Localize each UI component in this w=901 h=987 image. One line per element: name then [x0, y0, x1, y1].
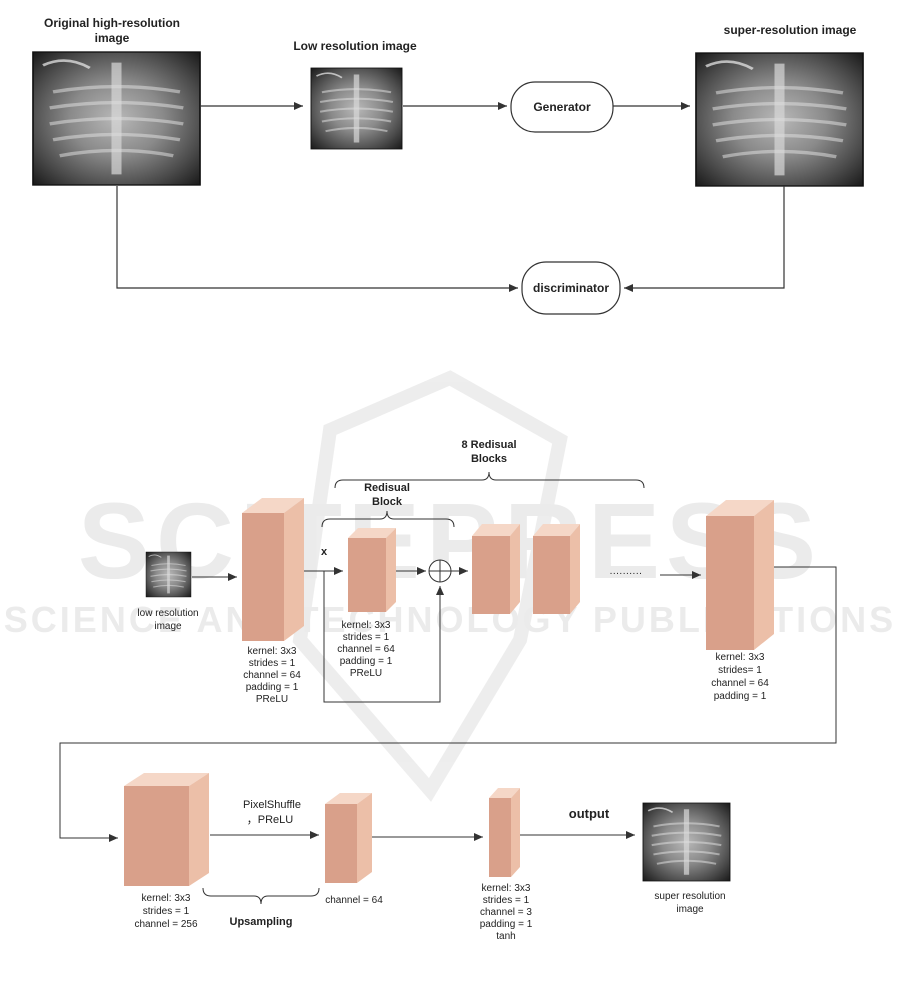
- svg-text:strides = 1: strides = 1: [249, 658, 296, 669]
- conv1-params: kernel: 3x3 strides = 1 channel = 64 pad…: [243, 646, 301, 705]
- upsampling-brace: [202, 887, 320, 905]
- input-lowres-image: [144, 550, 193, 599]
- prelu-label: ，PReLU: [247, 814, 294, 826]
- upsampling-label: Upsampling: [230, 916, 293, 928]
- ps-channel-label: channel = 64: [325, 895, 383, 906]
- discriminator-node: [521, 261, 621, 315]
- skip-connection: [323, 571, 444, 703]
- generator-architecture: 8 Redisual Blocks Redisual Block low res…: [59, 439, 837, 942]
- svg-text:strides = 1: strides = 1: [343, 632, 390, 643]
- svg-text:strides= 1: strides= 1: [718, 665, 762, 676]
- upconv-params: kernel: 3x3 strides = 1 channel = 256: [134, 893, 198, 930]
- pixelshuffle-label: PixelShuffle: [243, 799, 301, 811]
- super-res-xray-image: [696, 53, 863, 186]
- svg-text:channel = 3: channel = 3: [480, 907, 532, 918]
- upsampling-conv-block: [124, 773, 209, 886]
- multiply-symbol: x: [321, 546, 328, 558]
- pixelshuffle-block: [325, 793, 372, 883]
- residual-blocks-title: 8 Redisual: [461, 439, 516, 451]
- svg-text:kernel: 3x3: kernel: 3x3: [342, 620, 391, 631]
- residual-block-title-2: Block: [372, 496, 403, 508]
- svg-text:strides = 1: strides = 1: [483, 895, 530, 906]
- residual-block-3: [533, 524, 580, 614]
- svg-text:kernel: 3x3: kernel: 3x3: [482, 883, 531, 894]
- svg-text:padding = 1: padding = 1: [246, 682, 299, 693]
- input-label: low resolution: [137, 608, 198, 619]
- input-label-2: image: [154, 621, 182, 632]
- svg-text:strides = 1: strides = 1: [143, 906, 190, 917]
- svg-text:channel = 64: channel = 64: [711, 678, 769, 689]
- conv1-block: [242, 498, 304, 641]
- output-label: output: [569, 806, 610, 821]
- svg-text:channel = 64: channel = 64: [337, 644, 395, 655]
- generator-label: Generator: [533, 100, 591, 114]
- final-conv-block: [489, 788, 520, 877]
- svg-text:kernel: 3x3: kernel: 3x3: [142, 893, 191, 904]
- svg-text:PReLU: PReLU: [350, 668, 382, 679]
- low-res-title: Low resolution image: [293, 39, 417, 53]
- arrow-conv2-to-upsampling: [59, 566, 837, 842]
- res-conv-block: [348, 528, 396, 612]
- svg-text:channel = 64: channel = 64: [243, 670, 301, 681]
- residual-block-2: [472, 524, 520, 614]
- residual-block-brace: [321, 510, 455, 528]
- watermark-main: SCITEPRESS: [78, 480, 822, 601]
- conv2-block: [706, 500, 774, 650]
- svg-text:channel = 256: channel = 256: [134, 919, 198, 930]
- residual-block-title: Redisual: [364, 482, 410, 494]
- super-res-title: super-resolution image: [724, 23, 857, 37]
- residual-blocks-title-2: Blocks: [471, 453, 507, 465]
- original-xray-image: [33, 52, 200, 185]
- residual-blocks-brace: [334, 471, 645, 489]
- arrow-superres-to-discriminator: [624, 186, 785, 292]
- generator-node: [510, 81, 614, 133]
- top-gan-diagram: Original high-resolution image Low resol…: [33, 16, 863, 315]
- res-conv-params: kernel: 3x3 strides = 1 channel = 64 pad…: [337, 620, 395, 679]
- ellipsis: ..........: [610, 566, 643, 577]
- arrow-original-to-discriminator: [116, 186, 518, 292]
- discriminator-label: discriminator: [533, 281, 609, 295]
- conv2-params: kernel: 3x3 strides= 1 channel = 64 padd…: [711, 652, 769, 702]
- svg-text:kernel: 3x3: kernel: 3x3: [248, 646, 297, 657]
- svg-text:padding = 1: padding = 1: [340, 656, 393, 667]
- svg-text:tanh: tanh: [496, 931, 515, 942]
- original-image-title-2: image: [95, 31, 130, 45]
- output-image-label-2: image: [676, 904, 704, 915]
- svg-text:kernel: 3x3: kernel: 3x3: [716, 652, 765, 663]
- svg-text:padding = 1: padding = 1: [480, 919, 533, 930]
- svg-text:PReLU: PReLU: [256, 694, 288, 705]
- final-conv-params: kernel: 3x3 strides = 1 channel = 3 padd…: [480, 883, 533, 942]
- original-image-title: Original high-resolution: [44, 16, 180, 30]
- output-image-label: super resolution: [654, 891, 725, 902]
- output-superres-image: [643, 803, 730, 881]
- svg-text:padding = 1: padding = 1: [714, 691, 767, 702]
- low-res-xray-image: [311, 68, 402, 149]
